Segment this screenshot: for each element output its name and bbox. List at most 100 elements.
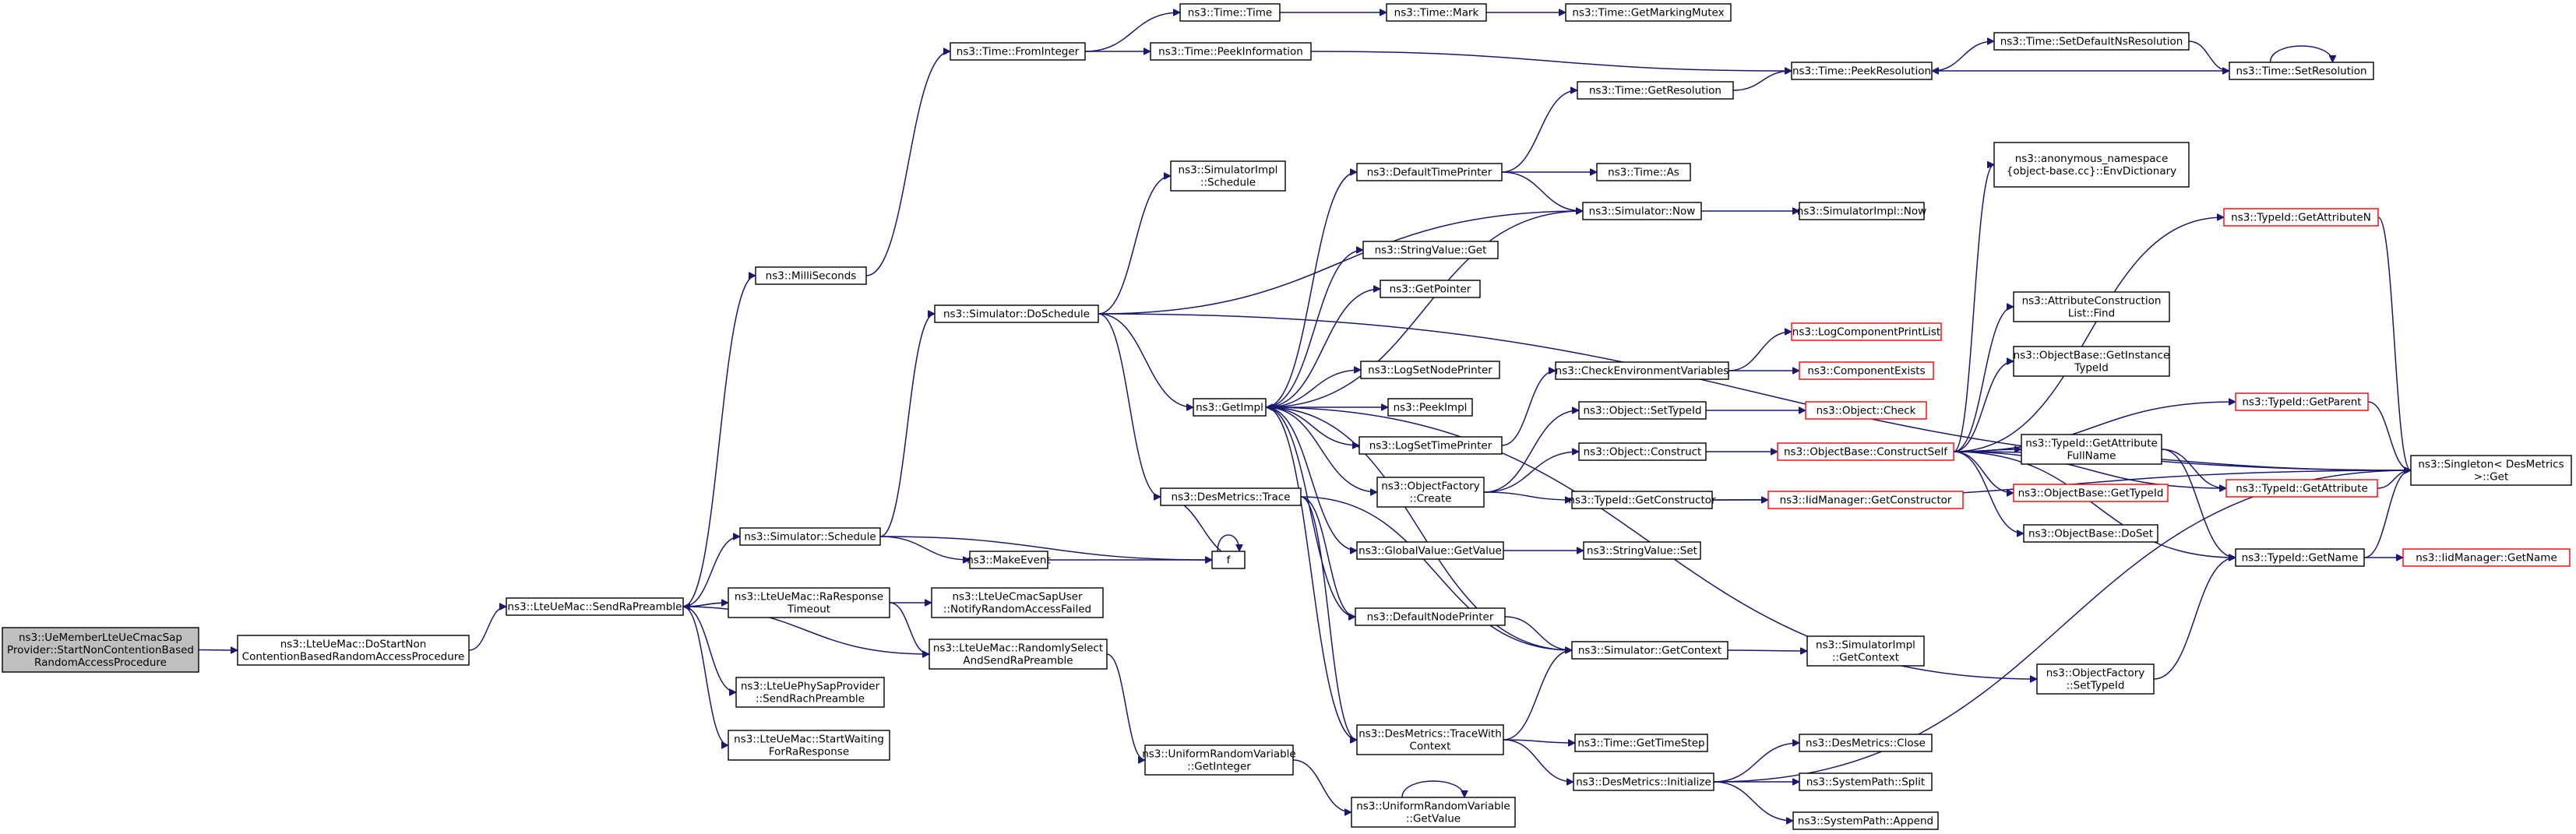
node-ns3-typeid-getparent[interactable]: ns3::TypeId::GetParent bbox=[2235, 392, 2369, 411]
node-ns3-object-check[interactable]: ns3::Object::Check bbox=[1805, 401, 1927, 420]
node-label-line: AndSendRaPreamble bbox=[963, 655, 1073, 667]
node-ns3-time-frominteger[interactable]: ns3::Time::FromInteger bbox=[950, 42, 1086, 61]
node-ns3-stringvalue-get[interactable]: ns3::StringValue::Get bbox=[1362, 241, 1499, 259]
node-ns3-simulator-doschedule[interactable]: ns3::Simulator::DoSchedule bbox=[934, 304, 1099, 323]
node-ns3-lteuemac-sendrapreamble[interactable]: ns3::LteUeMac::SendRaPreamble bbox=[506, 597, 684, 616]
node-ns3-objectfactory-create[interactable]: ns3::ObjectFactory::Create bbox=[1376, 477, 1485, 508]
node-ns3-defaultnodeprinter[interactable]: ns3::DefaultNodePrinter bbox=[1355, 607, 1506, 626]
node-box bbox=[2223, 208, 2379, 227]
node-ns3-milliseconds[interactable]: ns3::MilliSeconds bbox=[755, 266, 867, 285]
node-label-line: ns3::Time::GetMarkingMutex bbox=[1572, 7, 1724, 19]
edge-n23-to-n33 bbox=[1501, 90, 1577, 173]
node-ns3-checkenvironmentvariables[interactable]: ns3::CheckEnvironmentVariables bbox=[1555, 361, 1729, 380]
node-label-line: ns3::ObjectFactory bbox=[1381, 480, 1480, 493]
edge-n0-to-n1 bbox=[198, 650, 238, 651]
node-ns3-objectfactory-settypeid[interactable]: ns3::ObjectFactory::SetTypeId bbox=[2036, 663, 2155, 695]
node-ns3-typeid-getname[interactable]: ns3::TypeId::GetName bbox=[2235, 548, 2365, 567]
node-ns3-uniformrandomvariable-getvalue[interactable]: ns3::UniformRandomVariable::GetValue bbox=[1351, 797, 1516, 828]
node-ns3-time-peekinformation[interactable]: ns3::Time::PeekInformation bbox=[1150, 42, 1312, 61]
node-ns3-singleton-desmetrics-get[interactable]: ns3::Singleton< DesMetrics>::Get bbox=[2410, 455, 2572, 486]
edge-n19-to-n20 bbox=[1160, 496, 1245, 560]
node-ns3-time-mark[interactable]: ns3::Time::Mark bbox=[1386, 3, 1487, 22]
node-ns3-logcomponentprintlist[interactable]: ns3::LogComponentPrintList bbox=[1791, 322, 1942, 341]
node-ns3-defaulttimeprinter[interactable]: ns3::DefaultTimePrinter bbox=[1356, 163, 1503, 181]
node-ns3-time-getresolution[interactable]: ns3::Time::GetResolution bbox=[1577, 81, 1734, 100]
node-ns3-logsetnodeprinter[interactable]: ns3::LogSetNodePrinter bbox=[1360, 361, 1500, 379]
node-ns3-lteuecmacsapuser-notifyrandomaccessfailed[interactable]: ns3::LteUeCmacSapUser::NotifyRandomAcces… bbox=[931, 587, 1104, 618]
node-ns3-time-getmarkingmutex[interactable]: ns3::Time::GetMarkingMutex bbox=[1565, 3, 1732, 22]
node-ns3-objectbase-doset[interactable]: ns3::ObjectBase::DoSet bbox=[2023, 524, 2158, 543]
node-ns3-lteuephysapprovider-sendrachpreamble[interactable]: ns3::LteUePhySapProvider::SendRachPreamb… bbox=[735, 677, 885, 708]
node-box bbox=[1170, 160, 1286, 192]
node-ns3-objectbase-gettypeid[interactable]: ns3::ObjectBase::GetTypeId bbox=[2013, 484, 2169, 502]
node-ns3-typeid-getconstructor[interactable]: ns3::TypeId::GetConstructor bbox=[1568, 491, 1716, 509]
node-ns3-objectbase-constructself[interactable]: ns3::ObjectBase::ConstructSelf bbox=[1777, 442, 1954, 461]
node-label-line: ns3::LteUeMac::SendRaPreamble bbox=[508, 601, 682, 614]
node-ns3-time-time[interactable]: ns3::Time::Time bbox=[1179, 3, 1281, 22]
node-ns3-uniformrandomvariable-getinteger[interactable]: ns3::UniformRandomVariable::GetInteger bbox=[1142, 744, 1296, 776]
node-ns3-time-setresolution[interactable]: ns3::Time::SetResolution bbox=[2229, 62, 2374, 80]
node-ns3-time-as[interactable]: ns3::Time::As bbox=[1596, 163, 1691, 181]
node-ns3-time-peekresolution[interactable]: ns3::Time::PeekResolution bbox=[1791, 62, 1933, 80]
node-ns3-lteuemac-randomlyselect-andsendrapreamble[interactable]: ns3::LteUeMac::RandomlySelectAndSendRaPr… bbox=[929, 639, 1108, 670]
node-ns3-typeid-getattributen[interactable]: ns3::TypeId::GetAttributeN bbox=[2223, 208, 2379, 227]
node-ns3-lteuemac-dostartnon-contentionbasedrandomaccessprocedure[interactable]: ns3::LteUeMac::DoStartNonContentionBased… bbox=[237, 635, 470, 666]
node-ns3-typeid-getattribute[interactable]: ns3::TypeId::GetAttribute bbox=[2225, 479, 2378, 498]
node-ns3-simulator-schedule[interactable]: ns3::Simulator::Schedule bbox=[739, 527, 881, 546]
node-label-line: ns3::Time::Time bbox=[1188, 7, 1272, 19]
node-ns3-object-construct[interactable]: ns3::Object::Construct bbox=[1578, 442, 1707, 461]
node-ns3-time-setdefaultnsresolution[interactable]: ns3::Time::SetDefaultNsResolution bbox=[1993, 32, 2190, 51]
node-ns3-makeevent[interactable]: ns3::MakeEvent bbox=[967, 551, 1051, 569]
node-label-line: ns3::Time::PeekResolution bbox=[1792, 65, 1931, 78]
node-box bbox=[931, 587, 1104, 618]
node-ns3-getimpl[interactable]: ns3::GetImpl bbox=[1193, 398, 1267, 417]
node-ns3-getpointer[interactable]: ns3::GetPointer bbox=[1380, 280, 1481, 298]
node-f[interactable]: f bbox=[1211, 551, 1246, 569]
edge-n60-to-n66 bbox=[2161, 449, 2226, 488]
node-ns3-desmetrics-initialize[interactable]: ns3::DesMetrics::Initialize bbox=[1573, 772, 1714, 791]
node-label-line: ns3::Simulator::DoSchedule bbox=[943, 308, 1090, 321]
edge-n52-to-n67 bbox=[2153, 558, 2236, 680]
node-ns3-simulator-getcontext[interactable]: ns3::Simulator::GetContext bbox=[1571, 641, 1728, 660]
node-label-line: ns3::MakeEvent bbox=[967, 554, 1051, 567]
node-box bbox=[1799, 734, 1933, 752]
node-ns3-stringvalue-set[interactable]: ns3::StringValue::Set bbox=[1583, 541, 1701, 560]
node-box bbox=[1799, 202, 1925, 220]
node-ns3-anonymous-namespace-object-base-cc-envdictionary[interactable]: ns3::anonymous_namespace{object-base.cc}… bbox=[1993, 142, 2190, 188]
node-ns3-simulatorimpl-now[interactable]: ns3::SimulatorImpl::Now bbox=[1797, 202, 1926, 220]
node-label-line: TypeId bbox=[2074, 362, 2109, 375]
node-ns3-componentexists[interactable]: ns3::ComponentExists bbox=[1799, 361, 1934, 380]
node-ns3-systempath-split[interactable]: ns3::SystemPath::Split bbox=[1799, 772, 1933, 791]
node-ns3-logsettimeprinter[interactable]: ns3::LogSetTimePrinter bbox=[1358, 436, 1503, 455]
node-ns3-simulatorimpl-getcontext[interactable]: ns3::SimulatorImpl::GetContext bbox=[1806, 635, 1925, 667]
node-ns3-systempath-append[interactable]: ns3::SystemPath::Append bbox=[1792, 811, 1939, 830]
node-label-line: ns3::Simulator::Now bbox=[1589, 206, 1696, 218]
node-ns3-simulatorimpl-schedule[interactable]: ns3::SimulatorImpl::Schedule bbox=[1170, 160, 1286, 192]
node-label-line: ns3::GetPointer bbox=[1390, 283, 1471, 296]
node-box bbox=[1211, 551, 1246, 569]
node-label-line: ns3::IidManager::GetName bbox=[2416, 552, 2557, 565]
node-ns3-peekimpl[interactable]: ns3::PeekImpl bbox=[1387, 398, 1473, 417]
node-ns3-object-settypeid[interactable]: ns3::Object::SetTypeId bbox=[1578, 401, 1707, 420]
node-ns3-simulator-now[interactable]: ns3::Simulator::Now bbox=[1582, 202, 1702, 220]
node-box bbox=[2235, 392, 2369, 411]
edge-n49-to-n66 bbox=[1953, 451, 2226, 488]
node-label-line: ns3::SimulatorImpl bbox=[1816, 639, 1915, 652]
node-ns3-desmetrics-trace[interactable]: ns3::DesMetrics::Trace bbox=[1160, 487, 1302, 506]
node-ns3-desmetrics-close[interactable]: ns3::DesMetrics::Close bbox=[1799, 734, 1933, 752]
edge-n20-to-n20 bbox=[1217, 534, 1239, 551]
node-label-line: ns3::Time::GetTimeStep bbox=[1577, 737, 1704, 750]
node-ns3-time-gettimestep[interactable]: ns3::Time::GetTimeStep bbox=[1574, 734, 1708, 752]
node-ns3-globalvalue-getvalue[interactable]: ns3::GlobalValue::GetValue bbox=[1356, 541, 1504, 560]
node-label-line: ns3::ComponentExists bbox=[1807, 365, 1925, 378]
node-ns3-iidmanager-getname[interactable]: ns3::IidManager::GetName bbox=[2402, 548, 2571, 567]
node-box bbox=[728, 587, 890, 618]
node-ns3-iidmanager-getconstructor[interactable]: ns3::IidManager::GetConstructor bbox=[1767, 491, 1964, 509]
node-label-line: ::GetContext bbox=[1832, 652, 1899, 664]
